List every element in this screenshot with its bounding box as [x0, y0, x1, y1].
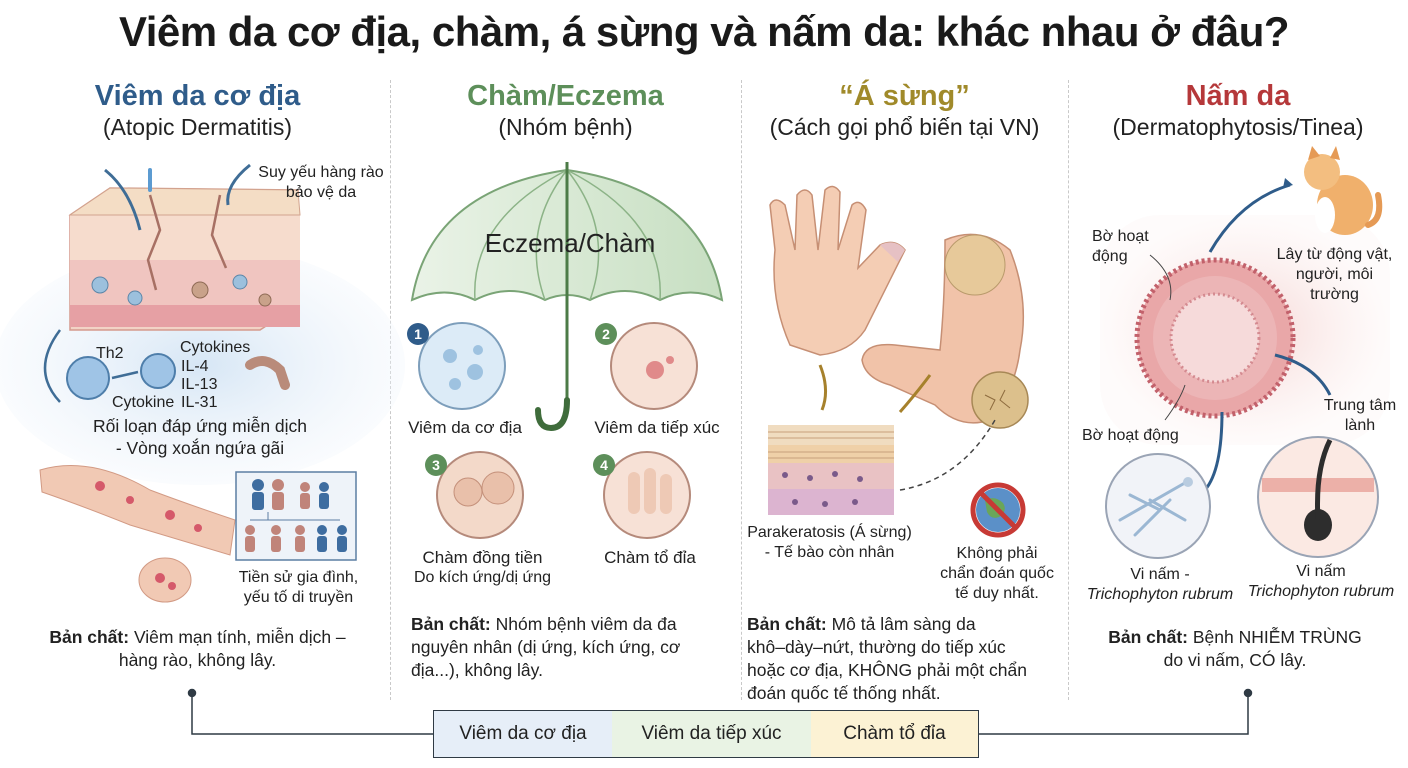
fungal-heading: Nấm da: [1185, 80, 1291, 112]
eczema-subheading: (Nhóm bệnh): [498, 114, 633, 140]
umbrella-label: Eczema/Chàm: [484, 228, 656, 258]
barrier-label: Suy yếu hàng rào bảo vệ da: [258, 164, 384, 201]
atopic-illustration: [0, 163, 405, 603]
fungus-left-label: Vi nấm - Trichophyton rubrum: [1086, 566, 1234, 603]
no-globe-icon: [970, 482, 1026, 538]
bottom-tag-dyshidrotic: Chàm tổ đỉa: [811, 710, 979, 758]
eczema-illustration: 1 2 3 4: [407, 162, 724, 539]
active-border-bottom-label: Bờ hoạt động: [1082, 427, 1179, 444]
arrow-icon: [226, 163, 251, 206]
arrow-icon: [1274, 353, 1332, 396]
dashed-arrow-icon: [899, 419, 996, 491]
page-title: Viêm da cơ địa, chàm, á sừng và nấm da: …: [118, 8, 1290, 55]
family-label: Tiền sử gia đình, yếu tố di truyền: [238, 569, 359, 606]
keratosis-nature: Bản chất: Mô tả lâm sàng da khô–dày–nứt,…: [747, 614, 1027, 703]
epidermis-layers-icon: [768, 425, 894, 515]
bottom-tag-contact: Viêm da tiếp xúc: [612, 710, 812, 758]
atopic-cells-icon: [418, 322, 506, 410]
badge-3-label: 3: [432, 457, 440, 473]
healing-center-label: Trung tâm lành: [1323, 397, 1397, 434]
not-international-label: Không phải chẩn đoán quốc tế duy nhất.: [940, 545, 1054, 602]
fungal-nature: Bản chất: Bệnh NHIỄM TRÙNG do vi nấm, CÓ…: [1108, 627, 1362, 670]
badge-2-icon: [595, 323, 617, 345]
arrow-icon: [111, 370, 139, 380]
column-divider: [741, 80, 742, 700]
fungus-right-label: Vi nấm Trichophyton rubrum: [1247, 563, 1395, 600]
rash-leg-icon: [138, 557, 192, 603]
atopic-subheading: (Atopic Dermatitis): [102, 114, 293, 140]
badge-4-icon: [593, 454, 615, 476]
fungal-illustration: [1100, 146, 1390, 559]
immune-label: Rối loạn đáp ứng miễn dịch - Vòng xoắn n…: [92, 416, 308, 458]
arrow-icon: [898, 374, 932, 413]
bottom-tag-atopic: Viêm da cơ địa: [433, 710, 613, 758]
transmission-label: Lây từ động vật, người, môi trường: [1276, 246, 1393, 303]
skin-cross-section: [68, 187, 301, 331]
fungal-subheading: (Dermatophytosis/Tinea): [1112, 114, 1364, 140]
eczema-item-3: Chàm đồng tiền Do kích ứng/dị ứng: [413, 548, 552, 586]
parakeratosis-label: Parakeratosis (Á sừng) - Tế bào còn nhân: [747, 524, 912, 561]
badge-1-label: 1: [414, 326, 422, 342]
cytokines-label: Cytokines: [180, 339, 251, 356]
rash-arm-icon: [39, 465, 236, 556]
hand-icon: [769, 185, 906, 356]
eczema-item-1: Viêm da cơ địa: [408, 418, 522, 437]
cytokine-label: Cytokine: [112, 394, 175, 411]
bottom-connector: [187, 688, 1253, 735]
keratosis-illustration: [768, 185, 1029, 538]
arrow-icon: [104, 168, 142, 231]
arrow-icon: [818, 364, 827, 411]
eczema-heading: Chàm/Eczema: [467, 80, 664, 112]
atopic-nature: Bản chất: Viêm mạn tính, miễn dịch – hàn…: [49, 627, 346, 670]
il-list: IL-4 IL-13 IL-31: [181, 358, 218, 411]
badge-1-icon: [407, 323, 429, 345]
th2-cell-icon: [66, 356, 110, 400]
eczema-item-4: Chàm tổ đỉa: [604, 548, 696, 567]
arrow-icon: [1203, 411, 1224, 491]
arrow-icon: [43, 329, 62, 403]
active-border-top-label: Bờ hoạt động: [1092, 228, 1149, 265]
family-tree-icon: [235, 471, 357, 561]
keratosis-heading: “Á sừng”: [839, 80, 970, 112]
badge-3-icon: [425, 454, 447, 476]
badge-2-label: 2: [602, 326, 610, 342]
atopic-heading: Viêm da cơ địa: [94, 80, 301, 112]
keratosis-subheading: (Cách gọi phổ biến tại VN): [769, 114, 1040, 140]
cat-icon: [1304, 146, 1383, 235]
scratching-hand-icon: [245, 356, 290, 390]
badge-4-label: 4: [600, 457, 608, 473]
cytokine-cell-icon: [140, 353, 176, 389]
column-divider: [1068, 80, 1069, 700]
eczema-item-2: Viêm da tiếp xúc: [594, 418, 720, 437]
eczema-nature: Bản chất: Nhóm bệnh viêm da đa nguyên nh…: [411, 614, 681, 680]
arrow-icon: [1208, 183, 1291, 253]
th2-label: Th2: [96, 345, 124, 362]
